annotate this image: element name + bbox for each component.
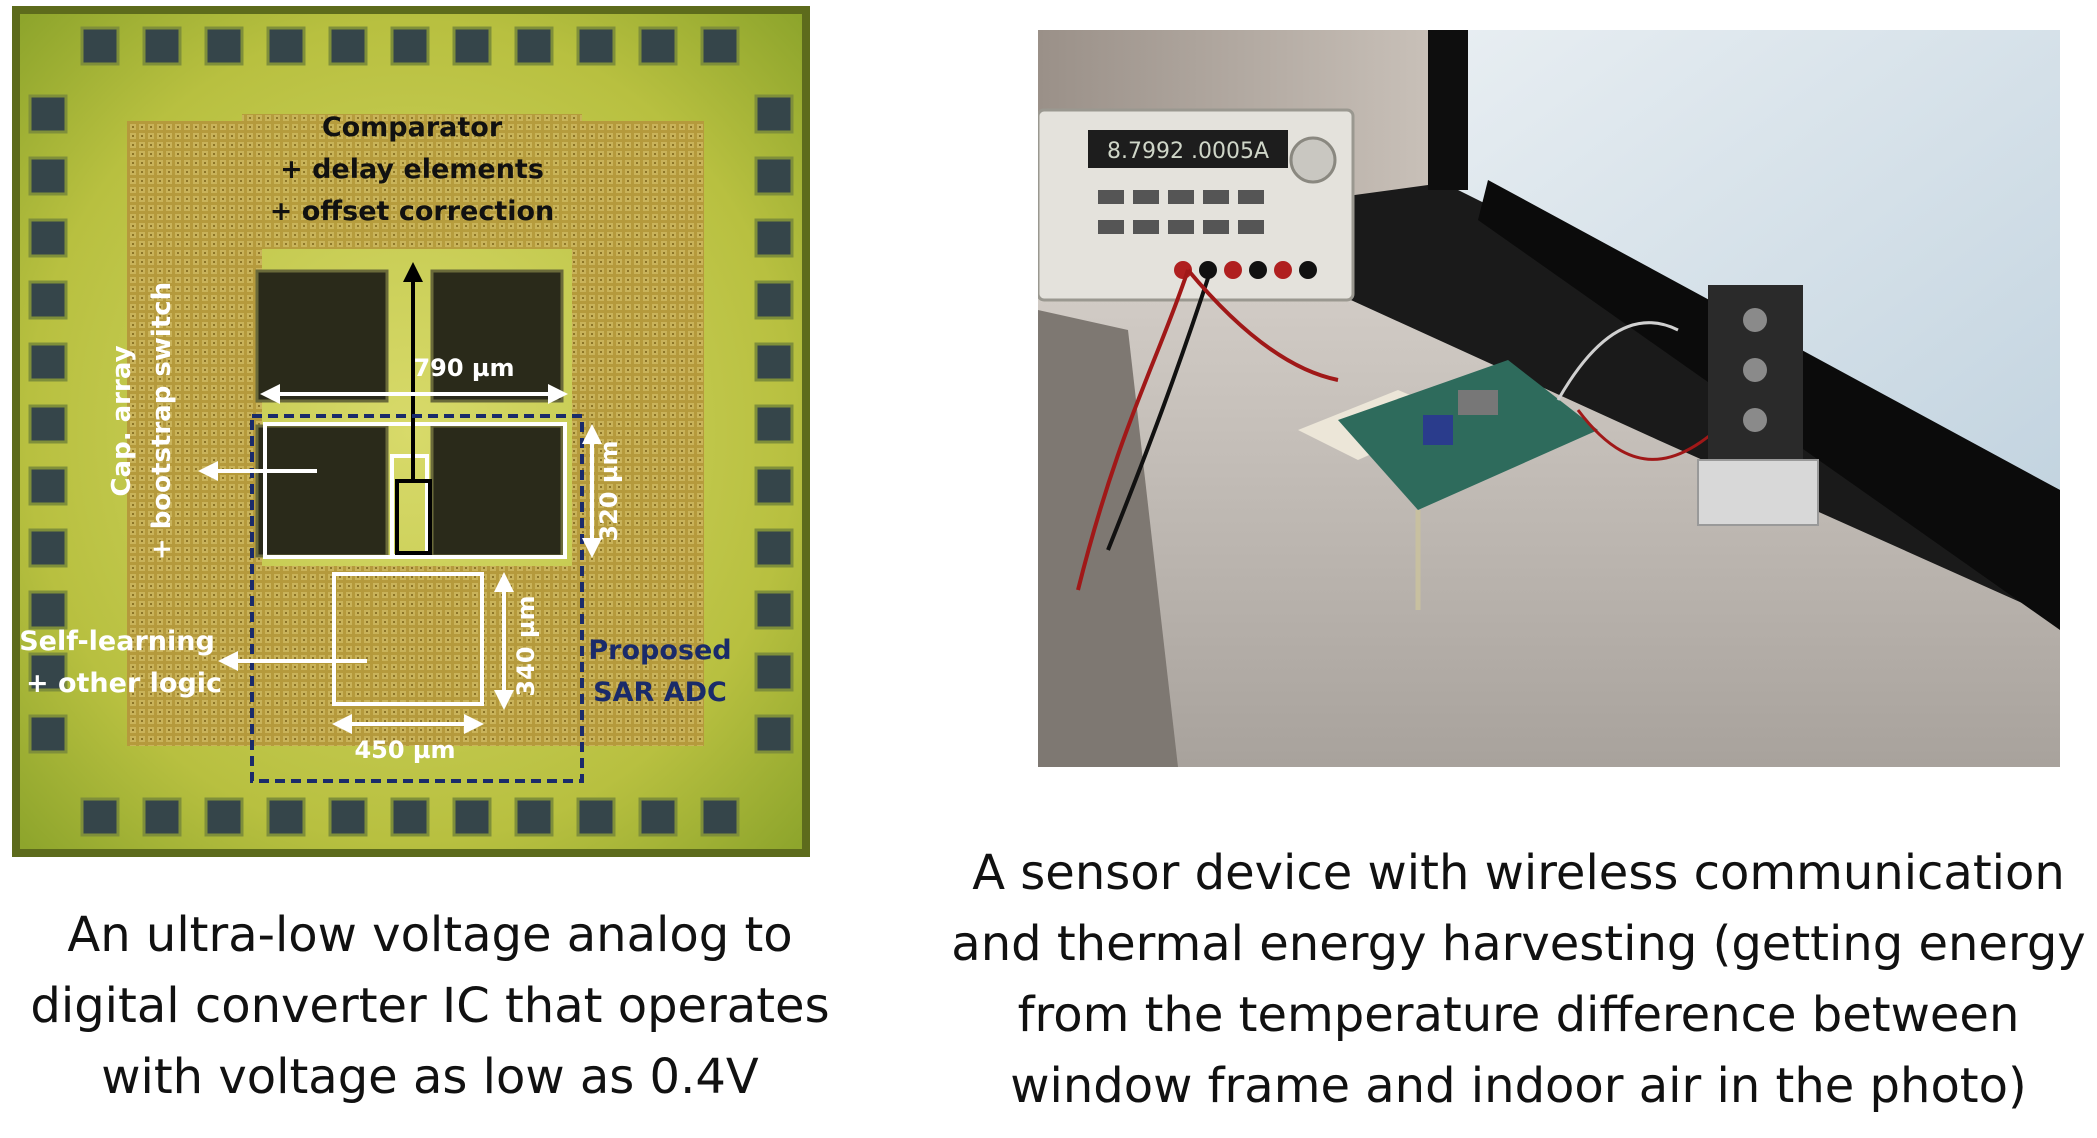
bond-pad bbox=[28, 404, 68, 444]
sill-front-face bbox=[1038, 310, 1178, 767]
cap-array-label-1: Cap. array bbox=[107, 345, 137, 496]
bond-pad bbox=[576, 797, 616, 837]
bond-pad bbox=[576, 26, 616, 66]
power-supply-display-text: 8.7992 .0005A bbox=[1107, 139, 1269, 164]
comparator-block bbox=[242, 114, 582, 249]
bond-pad bbox=[754, 528, 794, 568]
chip-micrograph: Comparator + delay elements + offset cor… bbox=[12, 6, 810, 857]
bond-pad bbox=[514, 797, 554, 837]
pcb-module bbox=[1458, 390, 1498, 415]
bond-pad bbox=[28, 156, 68, 196]
dim-450-label: 450 µm bbox=[354, 736, 455, 764]
sensor-device-photo-drawing: 8.7992 .0005A bbox=[1036, 30, 2060, 767]
bond-pad bbox=[700, 797, 740, 837]
self-learning-label-2: + other logic bbox=[26, 668, 222, 699]
dim-790-label: 790 µm bbox=[413, 354, 514, 382]
dim-320-label: 320 µm bbox=[595, 440, 623, 541]
bond-pad bbox=[28, 528, 68, 568]
bond-pad bbox=[328, 26, 368, 66]
cap-array-label-2: + bootstrap switch bbox=[147, 282, 177, 560]
sensor-pcb bbox=[1338, 360, 1598, 510]
bond-pad bbox=[266, 797, 306, 837]
bond-pad bbox=[638, 797, 678, 837]
clamp-bolt bbox=[1743, 408, 1767, 432]
bond-pad bbox=[142, 797, 182, 837]
bond-pad bbox=[328, 797, 368, 837]
window-mullion bbox=[1428, 30, 1468, 190]
caption-sensor-line: from the temperature difference between bbox=[1017, 987, 2020, 1043]
bond-pad bbox=[514, 26, 554, 66]
bond-pad bbox=[452, 797, 492, 837]
comparator-label-2: + delay elements bbox=[280, 154, 544, 185]
bond-pad bbox=[80, 26, 120, 66]
bond-pad bbox=[754, 280, 794, 320]
bond-pad bbox=[754, 466, 794, 506]
comparator-label-3: + offset correction bbox=[270, 196, 555, 227]
chip-micrograph-drawing: Comparator + delay elements + offset cor… bbox=[12, 6, 810, 857]
proposed-label-2: SAR ADC bbox=[593, 677, 727, 708]
bond-pad bbox=[754, 652, 794, 692]
power-supply-buttons bbox=[1098, 190, 1264, 234]
window-snow-view bbox=[1438, 30, 2060, 490]
heat-sink bbox=[1697, 459, 1819, 526]
caption-sensor-line: and thermal energy harvesting (getting e… bbox=[951, 916, 2086, 972]
power-supply-display bbox=[1088, 130, 1288, 168]
bond-pad bbox=[204, 26, 244, 66]
bond-pad bbox=[754, 590, 794, 630]
bond-pad bbox=[452, 26, 492, 66]
bond-pad bbox=[142, 26, 182, 66]
clamp-bolt bbox=[1743, 358, 1767, 382]
bond-pad bbox=[754, 404, 794, 444]
caption-chip-line: digital converter IC that operates bbox=[30, 978, 830, 1034]
switch-box-outline bbox=[390, 454, 429, 558]
self-learning-label-1: Self-learning bbox=[19, 626, 215, 657]
cap-array-tl bbox=[255, 269, 389, 403]
signal-wire bbox=[1556, 321, 1679, 401]
cap-array-bl bbox=[255, 424, 389, 558]
logic-box-outline bbox=[332, 572, 484, 706]
bond-pad bbox=[28, 466, 68, 506]
bond-pad bbox=[28, 652, 68, 692]
bond-pad bbox=[28, 280, 68, 320]
caption-sensor-line: A sensor device with wireless communicat… bbox=[972, 845, 2065, 901]
bond-pads bbox=[28, 26, 794, 837]
bond-pad bbox=[204, 797, 244, 837]
bond-pad bbox=[754, 94, 794, 134]
bond-pad bbox=[28, 94, 68, 134]
bond-pad bbox=[28, 590, 68, 630]
bond-pad bbox=[390, 797, 430, 837]
cap-array-br bbox=[430, 424, 564, 558]
clamp-bolt bbox=[1743, 308, 1767, 332]
caption-chip-line: An ultra-low voltage analog to bbox=[67, 907, 793, 963]
bond-pad bbox=[28, 342, 68, 382]
caption-sensor-line: window frame and indoor air in the photo… bbox=[1010, 1058, 2027, 1114]
sensor-device-photo: 8.7992 .0005A bbox=[1036, 30, 2060, 767]
bond-pad bbox=[754, 714, 794, 754]
caption-chip: An ultra-low voltage analog to digital c… bbox=[0, 900, 860, 1113]
comparator-label-1: Comparator bbox=[322, 112, 503, 143]
bond-pad bbox=[700, 26, 740, 66]
red-wire bbox=[1076, 269, 1190, 591]
bond-pad bbox=[754, 156, 794, 196]
caption-sensor: A sensor device with wireless communicat… bbox=[940, 838, 2097, 1122]
caption-chip-line: with voltage as low as 0.4V bbox=[101, 1049, 759, 1105]
bond-pad bbox=[754, 342, 794, 382]
power-supply-knob bbox=[1289, 136, 1337, 184]
bond-pad bbox=[754, 218, 794, 258]
bond-pad bbox=[28, 714, 68, 754]
black-wire bbox=[1106, 271, 1212, 551]
window-sill bbox=[1038, 220, 2060, 767]
dim-340-label: 340 µm bbox=[512, 595, 540, 696]
supply-wire bbox=[1186, 268, 1339, 382]
bond-pad bbox=[266, 26, 306, 66]
adc-dashed-boundary bbox=[250, 414, 584, 783]
cap-array-tr bbox=[430, 269, 564, 403]
left-logic-block bbox=[127, 121, 262, 746]
bond-pad bbox=[80, 797, 120, 837]
proposed-label-1: Proposed bbox=[588, 635, 731, 666]
pcb-component bbox=[1423, 415, 1453, 445]
bond-pad bbox=[28, 218, 68, 258]
bond-pad bbox=[638, 26, 678, 66]
bond-pad bbox=[390, 26, 430, 66]
